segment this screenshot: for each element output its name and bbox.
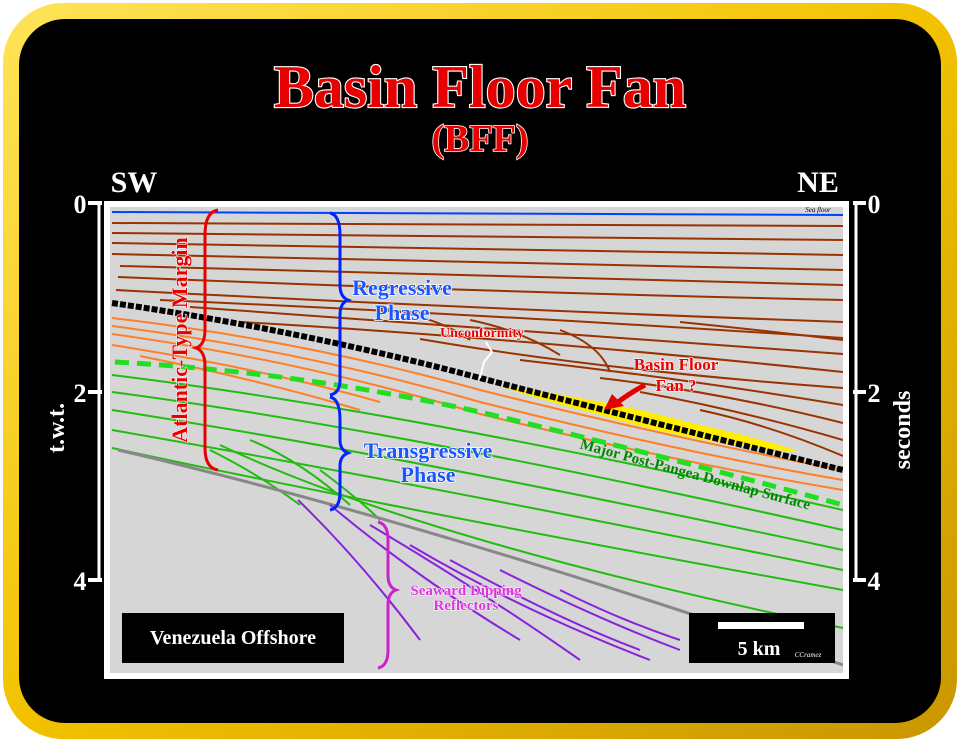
- transgressive-reflectors: [111, 374, 843, 629]
- right-axis: 0 2 4 seconds: [853, 190, 916, 596]
- orientation-sw: SW: [111, 166, 158, 199]
- left-axis: 0 2 4 t.w.t.: [44, 190, 102, 596]
- basin-floor-fan-label-line2: Fan ?: [655, 376, 696, 395]
- credit-label: CCramez: [795, 651, 822, 659]
- atlantic-margin-label: Atlantic-Type Margin: [167, 237, 192, 443]
- left-tick-4: 4: [74, 567, 87, 596]
- right-tick-2: 2: [868, 379, 881, 408]
- location-box: [122, 613, 344, 663]
- unconformity-pointer: [479, 341, 494, 379]
- transgressive-label-line1: Transgressive: [364, 438, 493, 463]
- atlantic-margin-brace: [191, 208, 219, 472]
- seaward-dipping-brace: [377, 520, 401, 670]
- scale-bar: [718, 622, 804, 629]
- basin-floor-fan-label-line1: Basin Floor: [634, 355, 719, 374]
- seaward-dipping-reflectors: [297, 499, 681, 661]
- orientation-ne: NE: [797, 166, 839, 199]
- left-tick-0: 0: [74, 190, 87, 219]
- regressive-reflectors: [111, 222, 843, 457]
- orange-reflectors: [111, 317, 843, 491]
- seaward-dipping-label-line2: Reflectors: [434, 598, 499, 614]
- location-label: Venezuela Offshore: [150, 627, 316, 649]
- scale-label: 5 km: [738, 638, 781, 660]
- unconformity-label: Unconformity: [440, 326, 524, 341]
- downlap-surface-line: [114, 359, 843, 508]
- seaward-dipping-label-line1: Seaward Dipping: [410, 583, 522, 599]
- right-axis-label: seconds: [890, 391, 916, 470]
- scale-box: [689, 613, 835, 663]
- regressive-label-line1: Regressive: [352, 275, 452, 300]
- sea-floor-label: Sea floor: [805, 206, 831, 214]
- right-tick-4: 4: [868, 567, 881, 596]
- left-axis-label: t.w.t.: [44, 403, 70, 453]
- page-subtitle: (BFF): [431, 118, 528, 160]
- left-tick-2: 2: [74, 379, 87, 408]
- transgressive-label-line2: Phase: [401, 462, 456, 487]
- page-title: Basin Floor Fan: [274, 54, 686, 120]
- regressive-brace: [329, 211, 353, 397]
- right-tick-0: 0: [868, 190, 881, 219]
- regressive-label-line2: Phase: [375, 300, 430, 325]
- transgressive-brace: [329, 395, 353, 512]
- basin-floor-fan-arrow: [604, 382, 647, 410]
